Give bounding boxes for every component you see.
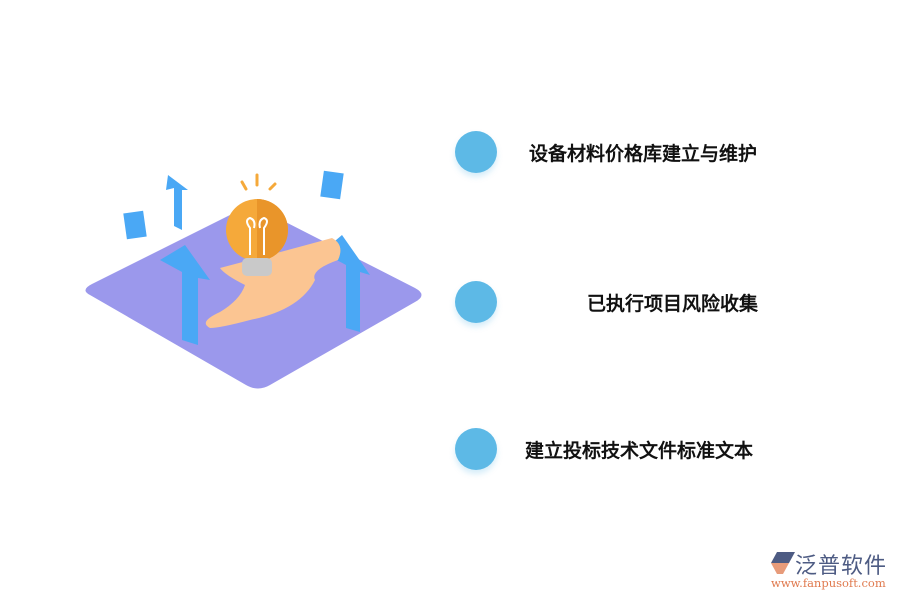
list-item: 已执行项目风险收集: [455, 281, 875, 323]
logo-url: www.fanpusoft.com: [771, 576, 886, 590]
light-rays-icon: [240, 173, 277, 191]
item-label: 设备材料价格库建立与维护: [529, 143, 758, 165]
item-label: 已执行项目风险收集: [587, 293, 759, 315]
list-item: 建立投标技术文件标准文本: [455, 428, 875, 470]
list-item: 设备材料价格库建立与维护: [455, 131, 875, 173]
hand-shape: [205, 238, 341, 328]
bullet-dot-icon: [455, 281, 497, 323]
arrow-icon-left-back: [166, 175, 188, 230]
logo-name: 泛普软件: [795, 554, 888, 579]
paper-icon-right: [320, 170, 344, 200]
logo-icon: [771, 552, 795, 574]
arrow-icon-right: [322, 235, 370, 332]
arrow-icon-left-front: [160, 245, 210, 345]
item-label: 建立投标技术文件标准文本: [525, 440, 754, 462]
bullet-dot-icon: [455, 428, 497, 470]
illustration-hand-lightbulb: [85, 170, 422, 389]
paper-icon-left: [123, 210, 147, 240]
brand-logo: 泛普软件 www.fanpusoft.com: [765, 548, 895, 596]
bullet-dot-icon: [455, 131, 497, 173]
